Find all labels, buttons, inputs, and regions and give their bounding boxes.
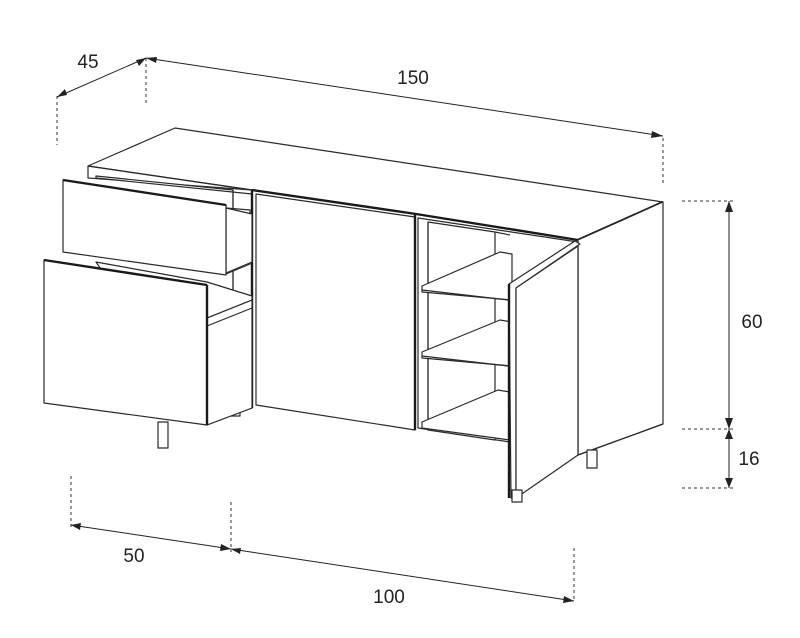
top-drawer-side (225, 207, 253, 274)
cabinet-right-side (577, 201, 664, 456)
door-dimension-line (230, 548, 575, 602)
height-label: 60 (741, 312, 762, 333)
drawer-section-label: 50 (123, 546, 144, 567)
drawer-arrow-right (220, 544, 231, 551)
depth-arrow-right (136, 58, 146, 66)
drawer-dimension-line (70, 524, 232, 550)
depth-label: 45 (77, 52, 98, 73)
center-door (255, 193, 416, 431)
lower-shelf-front (421, 355, 509, 367)
depth-dimension-line (56, 57, 147, 98)
door-arrow-right (563, 596, 574, 603)
height-arrow-bottom (725, 418, 733, 429)
door-arrow-left (231, 548, 241, 554)
width-label: 150 (397, 68, 429, 89)
bottom-drawer-front (43, 259, 208, 426)
top-drawer-front-top-edge (62, 178, 227, 207)
sideboard-cabinet (43, 127, 664, 503)
height-arrow-top (725, 201, 733, 212)
leg-front-left (157, 421, 169, 449)
top-drawer-front (62, 179, 227, 276)
upper-shelf-front (421, 289, 509, 301)
width-arrow-left (146, 57, 157, 63)
cabinet-left-top-edge (87, 165, 253, 191)
leg-arrow-top (725, 429, 733, 439)
door-section-label: 100 (373, 587, 405, 608)
depth-arrow-left (57, 89, 67, 97)
leg-front-right-under-door (511, 489, 523, 503)
bottom-drawer-side-inner (206, 307, 253, 327)
bottom-drawer-front-top-edge (43, 258, 208, 287)
leg-height-label: 16 (738, 449, 759, 470)
leg-front-right (586, 449, 598, 469)
dimension-annotations: 45 150 60 16 50 100 (56, 52, 763, 608)
top-drawer (62, 178, 253, 276)
bottom-drawer (43, 258, 253, 426)
width-arrow-right (651, 131, 663, 138)
leg-arrow-bottom (725, 478, 733, 488)
right-compartment-back-top (494, 231, 511, 236)
drawer-arrow-left (71, 523, 81, 530)
upper-shelf (421, 251, 513, 301)
bottom-drawer-side (206, 299, 253, 426)
bottom-drawer-side-top (206, 299, 253, 319)
right-door-panel (515, 245, 579, 499)
width-dimension-line (145, 57, 664, 137)
